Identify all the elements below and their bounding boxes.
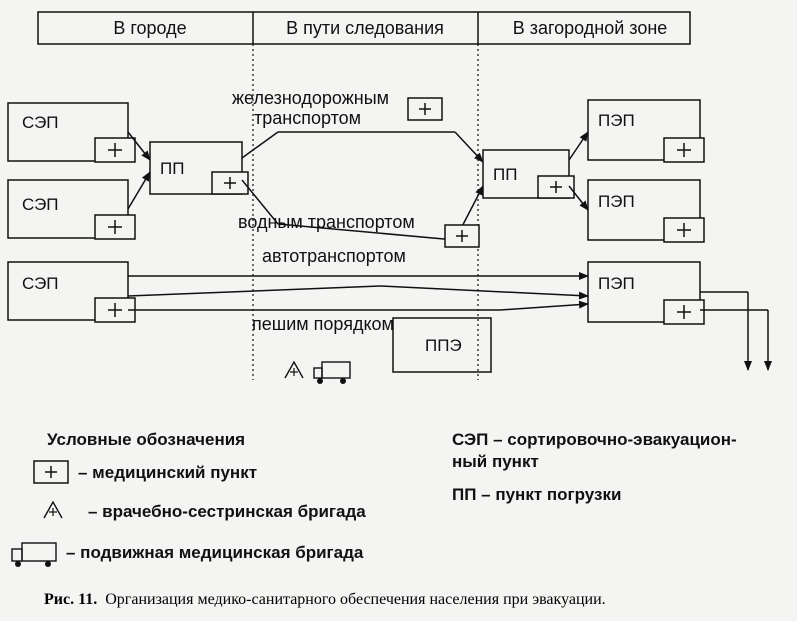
legend-sep-def: СЭП – сортировочно-эвакуацион- (452, 430, 737, 449)
sep-box-3: СЭП (7, 261, 129, 321)
legend-mobile-brigade-icon (11, 542, 57, 567)
svg-text:ПЭП: ПЭП (598, 192, 635, 211)
zone-city: В городе (113, 18, 186, 38)
figure-caption: Рис. 11. Организация медико-санитарного … (44, 591, 606, 608)
legend-brigade: – врачебно-сестринская бригада (88, 502, 366, 521)
route-rail-label: железнодорожным (232, 88, 389, 108)
caption-text: Организация медико-санитарного обеспечен… (105, 591, 605, 608)
svg-text:ПЭП: ПЭП (598, 274, 635, 293)
medical-point-icon (537, 175, 575, 199)
medical-point-icon (94, 137, 136, 163)
legend-sep-def-2: ный пункт (452, 452, 539, 471)
legend-brigade-icon (43, 500, 63, 519)
zone-suburban: В загородной зоне (513, 18, 668, 38)
mobile-brigade-icon (313, 361, 351, 384)
route-foot-label: пешим порядком (252, 314, 394, 334)
ppe-box: ППЭ (392, 317, 492, 373)
svg-text:СЭП: СЭП (22, 195, 59, 214)
route-rail-label-2: транспортом (254, 108, 361, 128)
connector-arrows (127, 131, 772, 371)
route-water-label: водным транспортом (238, 212, 415, 232)
route-auto-label: автотранспортом (262, 246, 406, 266)
legend-medical-point-icon (33, 460, 69, 484)
pep-box-1: ПЭП (587, 99, 701, 161)
svg-text:ПП: ПП (493, 165, 517, 184)
brigade-icon (284, 360, 304, 379)
medical-point-icon (663, 137, 705, 163)
legend-mobile: – подвижная медицинская бригада (66, 543, 364, 562)
legend-pp-def: ПП – пункт погрузки (452, 485, 621, 504)
svg-text:ПЭП: ПЭП (598, 111, 635, 130)
legend-title: Условные обозначения (47, 430, 245, 449)
pp-box-city: ПП (149, 141, 243, 195)
svg-text:СЭП: СЭП (22, 274, 59, 293)
svg-text:ПП: ПП (160, 159, 184, 178)
zone-route: В пути следования (286, 18, 444, 38)
zone-header: В городе В пути следования В загородной … (37, 11, 691, 45)
medical-point-icon (663, 217, 705, 243)
medical-point-icon (211, 171, 249, 195)
medical-point-icon (444, 224, 480, 248)
svg-text:СЭП: СЭП (22, 113, 59, 132)
svg-text:ППЭ: ППЭ (425, 336, 462, 355)
caption-label: Рис. 11. (44, 591, 97, 608)
medical-point-icon (94, 214, 136, 240)
legend-med-point: – медицинский пункт (78, 463, 257, 482)
medical-point-icon (663, 299, 705, 325)
pp-box-suburban: ПП (482, 149, 570, 199)
medical-point-icon (407, 97, 443, 121)
